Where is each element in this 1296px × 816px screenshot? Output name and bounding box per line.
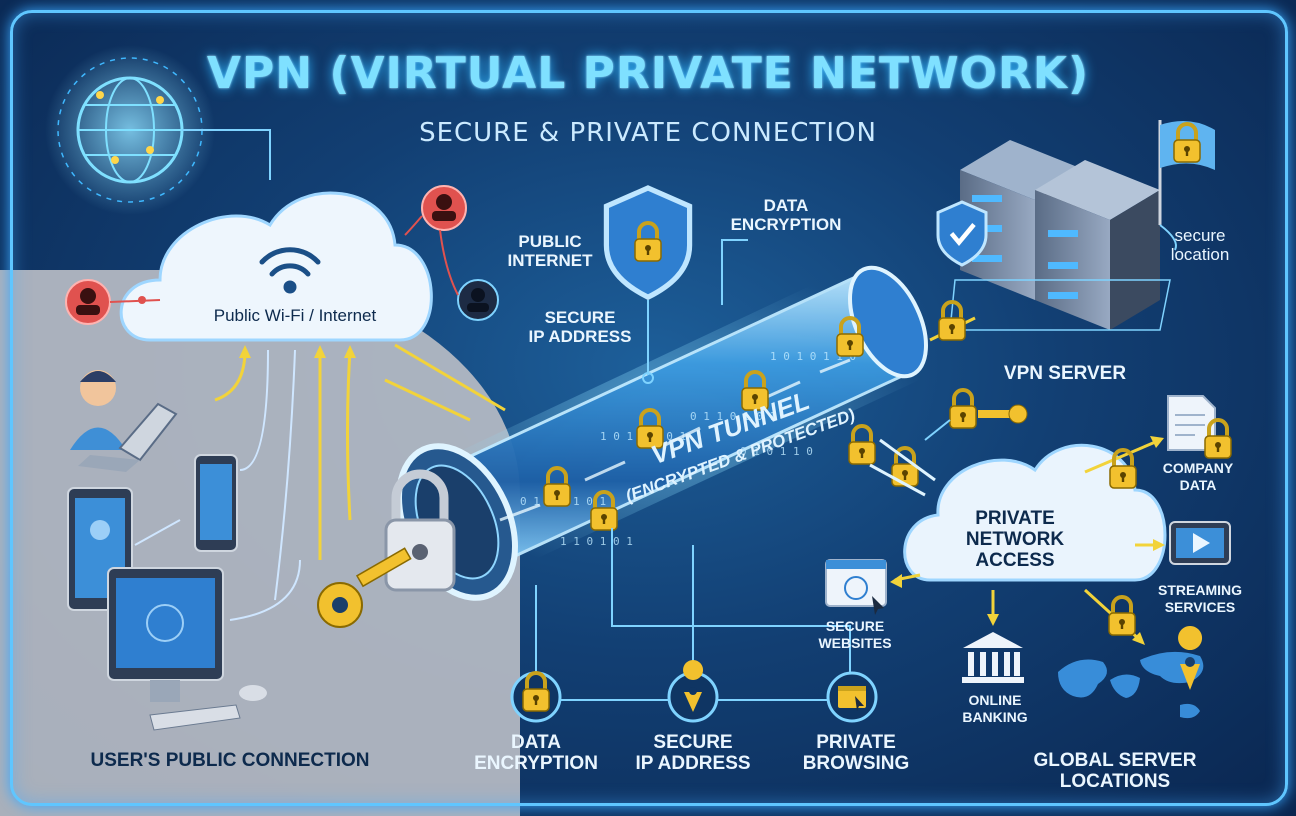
vpn-server-label: VPN SERVER [1003, 363, 1127, 384]
wifi-icon [259, 247, 321, 294]
public-internet-line1: PUBLIC [518, 232, 582, 251]
private-network-label: PRIVATE NETWORK ACCESS [945, 508, 1085, 571]
location-pin-icon [1178, 626, 1203, 690]
secure-websites-line1: SECURE [825, 618, 885, 634]
secure-location-line1: secure [1174, 226, 1226, 245]
laptop-icon [78, 402, 178, 472]
svg-text:1 1 0 1 0 1: 1 1 0 1 0 1 [560, 535, 633, 548]
location-pin-icon [683, 660, 704, 712]
hacker-icon [457, 279, 499, 321]
bottom-browsing-line1: PRIVATE [816, 732, 896, 753]
bottom-ip-label: SECURE IP ADDRESS [623, 732, 763, 774]
bottom-browsing-label: PRIVATE BROWSING [786, 732, 926, 774]
private-network-line3: ACCESS [975, 550, 1055, 571]
outer-frame [10, 10, 1288, 806]
bottom-browsing-line2: BROWSING [802, 753, 910, 774]
user-connection-label: USER'S PUBLIC CONNECTION [90, 750, 370, 771]
browser-icon [825, 559, 887, 615]
flag-icon [1158, 120, 1215, 225]
phone-icon [194, 454, 238, 552]
secure-ip-top-line2: IP ADDRESS [528, 327, 632, 346]
streaming-line1: STREAMING [1158, 582, 1242, 598]
svg-text:1 0 1 0 1 1 0: 1 0 1 0 1 1 0 [770, 350, 856, 363]
document-icon [1167, 395, 1216, 451]
company-data-label: COMPANY DATA [1148, 460, 1248, 494]
wifi-cloud-label: Public Wi-Fi / Internet [213, 306, 377, 325]
bottom-encryption-line1: DATA [511, 732, 561, 753]
secure-websites-line2: WEBSITES [818, 635, 892, 651]
online-banking-line2: BANKING [962, 709, 1028, 725]
page-subtitle: SECURE & PRIVATE CONNECTION [419, 118, 877, 148]
key-icon [978, 404, 1028, 424]
private-network-line1: PRIVATE [975, 508, 1055, 529]
secure-location-line2: location [1170, 245, 1230, 264]
secure-ip-top-line1: SECURE [544, 308, 616, 327]
browser-icon [838, 686, 866, 711]
play-icon [1169, 521, 1231, 565]
lock-icon [384, 469, 456, 592]
svg-text:0 1 0 1 1 0: 0 1 0 1 1 0 [740, 445, 813, 458]
wifi-cloud [119, 191, 433, 342]
bank-icon [962, 632, 1024, 683]
online-banking-label: ONLINE BANKING [945, 692, 1045, 726]
bottom-encryption-line2: ENCRYPTION [474, 753, 598, 774]
public-internet-line2: INTERNET [507, 251, 593, 270]
hacker-icon [65, 279, 111, 325]
data-encryption-top-line1: DATA [763, 196, 809, 215]
private-network-cloud [903, 443, 1167, 582]
hacker-icon [421, 185, 467, 231]
global-locations-label: GLOBAL SERVER LOCATIONS [1033, 750, 1197, 792]
public-internet-label: PUBLIC INTERNET [500, 232, 600, 270]
bottom-ip-line2: IP ADDRESS [635, 753, 751, 774]
streaming-line2: SERVICES [1164, 599, 1236, 615]
secure-location-label: secure location [1150, 226, 1250, 264]
online-banking-line1: ONLINE [968, 692, 1022, 708]
private-network-line2: NETWORK [965, 529, 1065, 550]
shield-icon [936, 200, 988, 267]
secure-ip-top-label: SECURE IP ADDRESS [520, 308, 640, 346]
bottom-ip-line1: SECURE [653, 732, 733, 753]
bottom-encryption-label: DATA ENCRYPTION [466, 732, 606, 774]
key-icon [317, 547, 412, 628]
data-encryption-top-line2: ENCRYPTION [730, 215, 842, 234]
company-data-line1: COMPANY [1162, 460, 1234, 476]
server-icon [960, 140, 1160, 330]
svg-text:0 1 1 0 1 0 1: 0 1 1 0 1 0 1 [690, 410, 776, 423]
company-data-line2: DATA [1179, 477, 1217, 493]
secure-websites-label: SECURE WEBSITES [805, 618, 905, 652]
page-title: VPN (VIRTUAL PRIVATE NETWORK) [206, 48, 1090, 99]
user-person [70, 370, 126, 450]
desktop-icon [107, 567, 267, 731]
streaming-label: STREAMING SERVICES [1140, 582, 1260, 616]
data-encryption-top-label: DATA ENCRYPTION [716, 196, 856, 234]
